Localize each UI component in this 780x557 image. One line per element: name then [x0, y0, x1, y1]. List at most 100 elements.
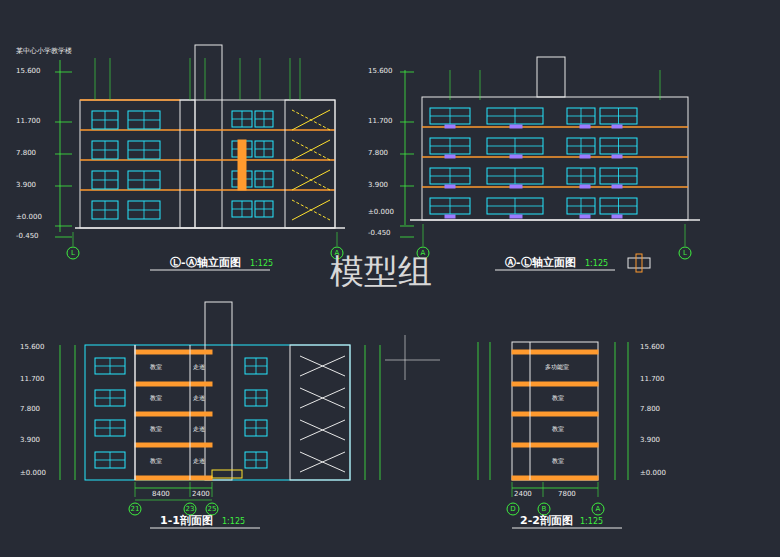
leader-line: [95, 58, 96, 100]
annotation: 2400: [514, 491, 532, 498]
stair-flight: [292, 140, 330, 160]
stair-flight: [292, 110, 330, 130]
window: [487, 198, 543, 214]
window-sill: [612, 215, 622, 218]
building-outline: [422, 97, 688, 220]
window-transom: [487, 206, 543, 207]
annotation: ±0.000: [640, 470, 666, 477]
annotation: ±0.000: [368, 209, 394, 216]
section-outline: [85, 345, 350, 480]
annotation: 1:125: [222, 518, 245, 526]
window-transom: [255, 149, 273, 150]
floor-slab: [135, 412, 212, 416]
dimension-tick: [400, 186, 414, 187]
window: [487, 138, 543, 154]
cut-wall: [190, 345, 191, 480]
stair-flight: [300, 356, 345, 376]
window-transom: [487, 146, 543, 147]
window-transom: [487, 116, 543, 117]
axis-line: [685, 224, 686, 246]
axis-bubble: [592, 503, 604, 515]
dimension-line: [365, 345, 366, 480]
building-outline: [80, 100, 335, 228]
stair-tower: [205, 302, 232, 480]
window-transom: [600, 206, 637, 207]
title-underline: [495, 270, 615, 271]
window-transom: [95, 398, 125, 399]
axis-line: [135, 482, 136, 497]
dimension-tick: [55, 122, 72, 123]
floor-slab: [135, 350, 212, 354]
window: [245, 390, 267, 406]
window-transom: [600, 176, 637, 177]
dimension-tick: [55, 154, 72, 155]
leader-line: [205, 58, 206, 100]
orange-panel: [238, 140, 246, 190]
dimension-tick: [400, 122, 414, 123]
roof-box: [537, 57, 565, 97]
window-sill: [445, 155, 455, 158]
window: [567, 168, 595, 184]
window-sill: [580, 155, 590, 158]
window-transom: [567, 146, 595, 147]
window-transom: [232, 209, 252, 210]
annotation: ±0.000: [16, 214, 42, 221]
view-title: Ⓐ-Ⓛ轴立面图: [505, 257, 576, 268]
axis-line: [337, 232, 338, 246]
view-title: Ⓛ-Ⓐ轴立面图: [170, 257, 241, 268]
stair-enclosure: [285, 100, 335, 228]
window-transom: [128, 210, 160, 211]
annotation: 走道: [193, 426, 205, 432]
stair-flight: [292, 140, 330, 160]
annotation: 3.900: [640, 437, 660, 444]
window: [487, 168, 543, 184]
window: [255, 201, 273, 217]
annotation: 7.800: [640, 406, 660, 413]
window-transom: [245, 460, 267, 461]
cut-wall: [530, 342, 531, 480]
annotation: 7800: [558, 491, 576, 498]
stair-flight: [300, 388, 345, 408]
window: [567, 138, 595, 154]
axis-bubble: [507, 503, 519, 515]
view-title: 1-1剖面图: [160, 515, 213, 526]
window: [567, 108, 595, 124]
window-transom: [128, 150, 160, 151]
dimension-line: [478, 342, 479, 480]
window-sill: [612, 185, 622, 188]
dimension-tick: [400, 72, 414, 73]
annotation: 11.700: [368, 118, 393, 125]
window-transom: [245, 398, 267, 399]
annotation: 走道: [193, 364, 205, 370]
annotation: 某中心小学教学楼: [16, 48, 72, 55]
dimension-line: [615, 342, 616, 480]
window: [567, 198, 595, 214]
window-transom: [95, 366, 125, 367]
annotation: 1:125: [580, 518, 603, 526]
dimension-line: [60, 60, 61, 232]
window-transom: [92, 120, 118, 121]
floor-slab: [512, 443, 598, 447]
floor-slab: [512, 412, 598, 416]
annotation: 教室: [150, 364, 162, 370]
entrance-steps: [212, 470, 242, 478]
annotation: 11.700: [20, 376, 45, 383]
crosshair: [385, 360, 440, 361]
window-transom: [255, 209, 273, 210]
title-underline: [512, 528, 622, 529]
crosshair: [405, 335, 406, 380]
window: [95, 452, 125, 468]
annotation: 3.900: [368, 182, 388, 189]
window: [255, 141, 273, 157]
window-transom: [128, 120, 160, 121]
window-transom: [487, 176, 543, 177]
dimension-line: [135, 500, 212, 501]
leader-line: [190, 58, 191, 100]
window-sill: [580, 185, 590, 188]
leader-line: [300, 58, 301, 100]
dimension-line: [512, 488, 598, 489]
annotation: -0.450: [368, 230, 391, 237]
window-transom: [128, 180, 160, 181]
title-underline: [150, 528, 260, 529]
window: [128, 201, 160, 219]
